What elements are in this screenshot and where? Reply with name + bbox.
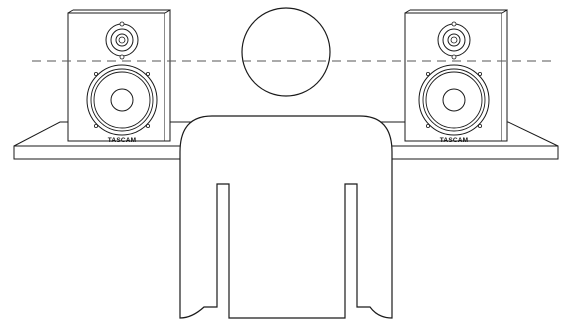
right-tweeter-icon: [437, 21, 471, 60]
left-woofer-icon: [86, 64, 158, 136]
right-speaker-brand-label: TASCAM: [440, 137, 469, 144]
listener-body: [179, 115, 393, 319]
right-woofer-icon: [418, 64, 490, 136]
left-speaker-brand-label: TASCAM: [108, 137, 137, 144]
right-speaker-side: [501, 9, 508, 142]
listener-person-icon: [179, 7, 393, 319]
left-speaker-side: [164, 9, 171, 142]
listener-head: [241, 7, 331, 97]
left-tweeter-icon: [105, 21, 139, 60]
left-speaker: TASCAM: [67, 9, 171, 144]
right-speaker: TASCAM: [404, 9, 508, 144]
